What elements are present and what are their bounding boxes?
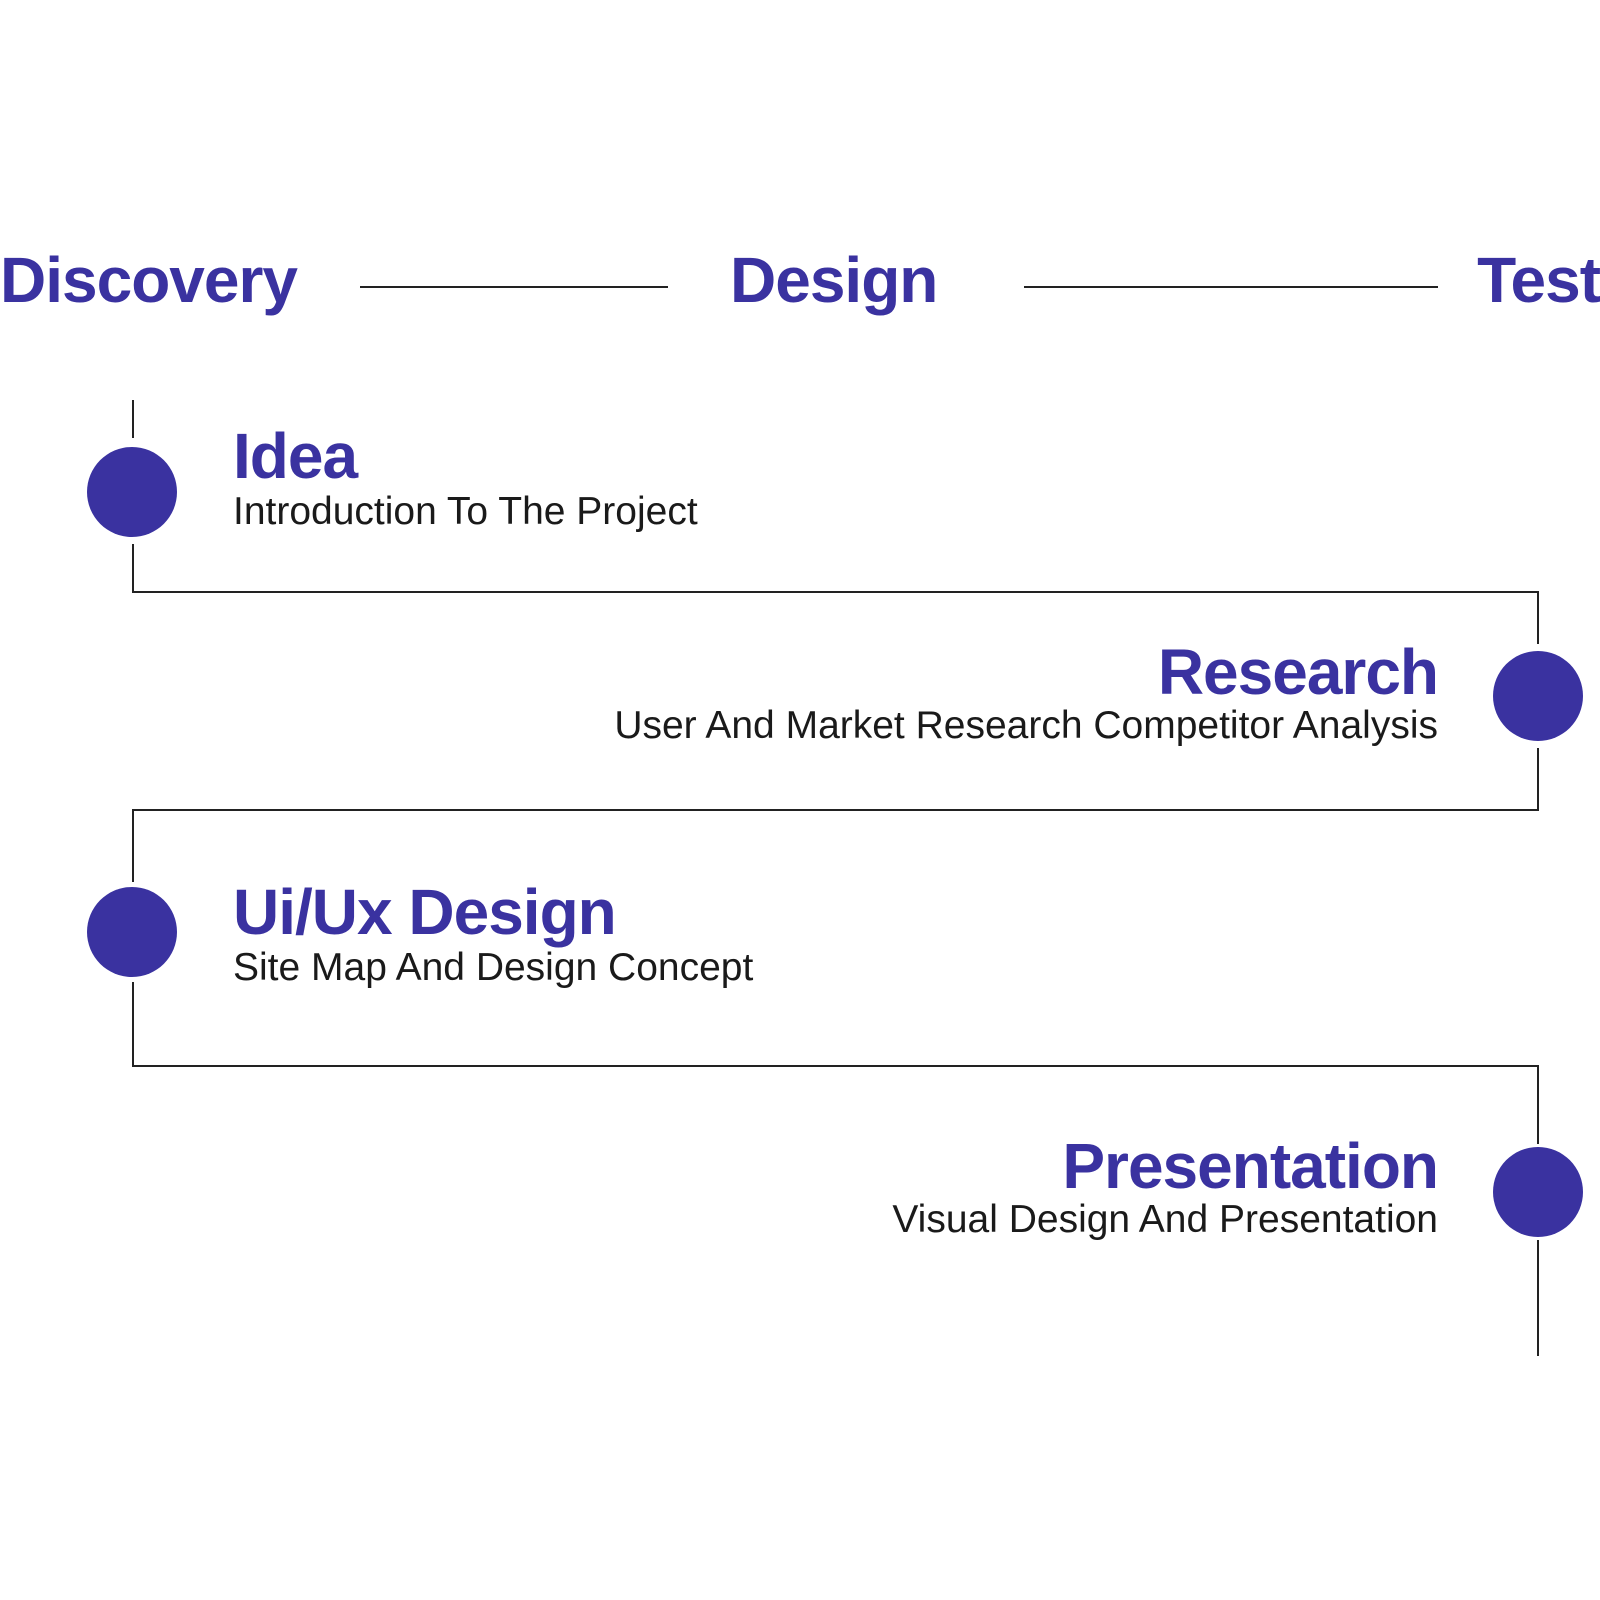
step-description-uiux-design: Site Map And Design Concept [233,946,754,989]
phase-connector-line [360,286,668,288]
timeline-segment [132,748,1539,882]
phase-connector-line [1024,286,1438,288]
phase-label-test: Test [1477,244,1600,316]
step-title-idea: Idea [233,420,358,492]
step-description-idea: Introduction To The Project [233,490,698,533]
step-marker-presentation [1493,1147,1583,1237]
timeline-lines [132,400,1539,1356]
timeline-segment [132,544,1539,644]
phase-label-discovery: Discovery [0,244,298,316]
step-marker-research [1493,651,1583,741]
phase-label-design: Design [730,244,938,316]
step-marker-idea [87,447,177,537]
step-description-presentation: Visual Design And Presentation [892,1198,1438,1241]
step-title-uiux-design: Ui/Ux Design [233,876,617,948]
step-marker-uiux [87,887,177,977]
step-title-presentation: Presentation [1062,1130,1439,1202]
step-description-research: User And Market Research Competitor Anal… [614,704,1438,747]
step-title-research: Research [1157,636,1439,708]
timeline-segment [132,982,1539,1144]
